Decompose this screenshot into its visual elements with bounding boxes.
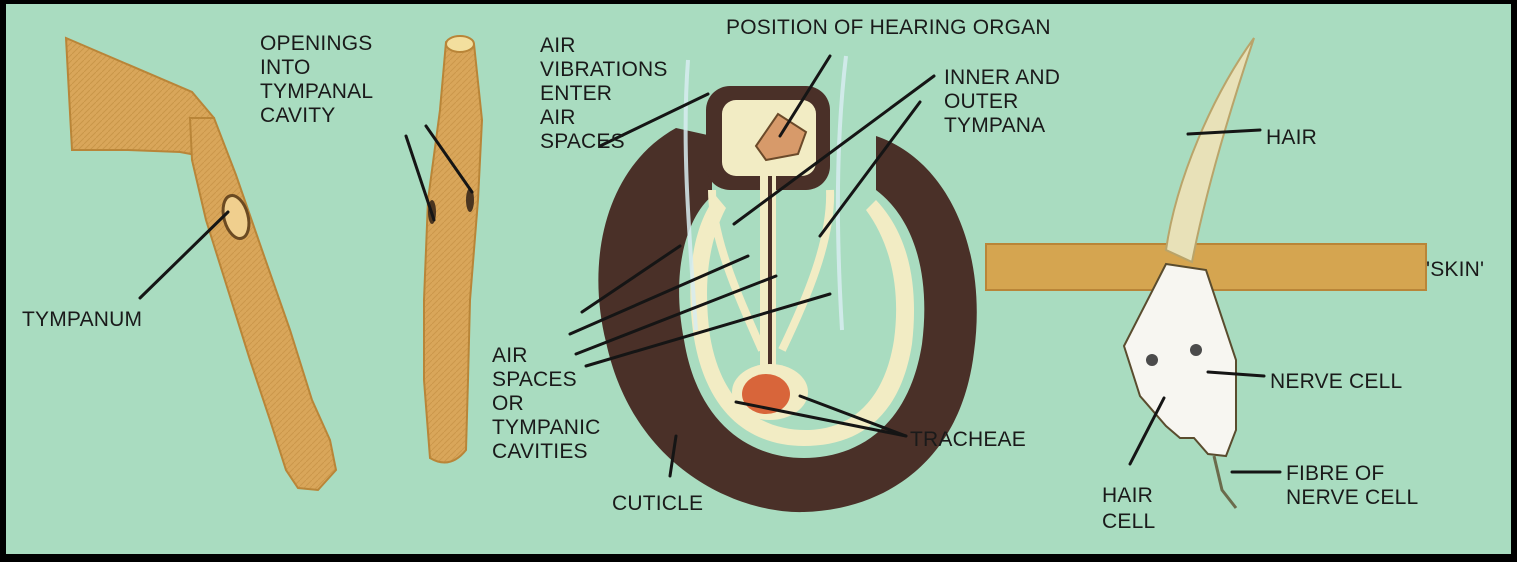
label-cuticle: CUTICLE (612, 492, 703, 515)
label-tracheae: TRACHEAE (910, 428, 1026, 451)
label-hearing-organ: POSITION OF HEARING ORGAN (726, 16, 1051, 39)
label-tympanum: TYMPANUM (22, 308, 142, 331)
label-skin: 'SKIN' (1426, 258, 1484, 281)
label-hair: HAIR (1266, 126, 1317, 149)
label-nerve-cell: NERVE CELL (1270, 370, 1402, 393)
